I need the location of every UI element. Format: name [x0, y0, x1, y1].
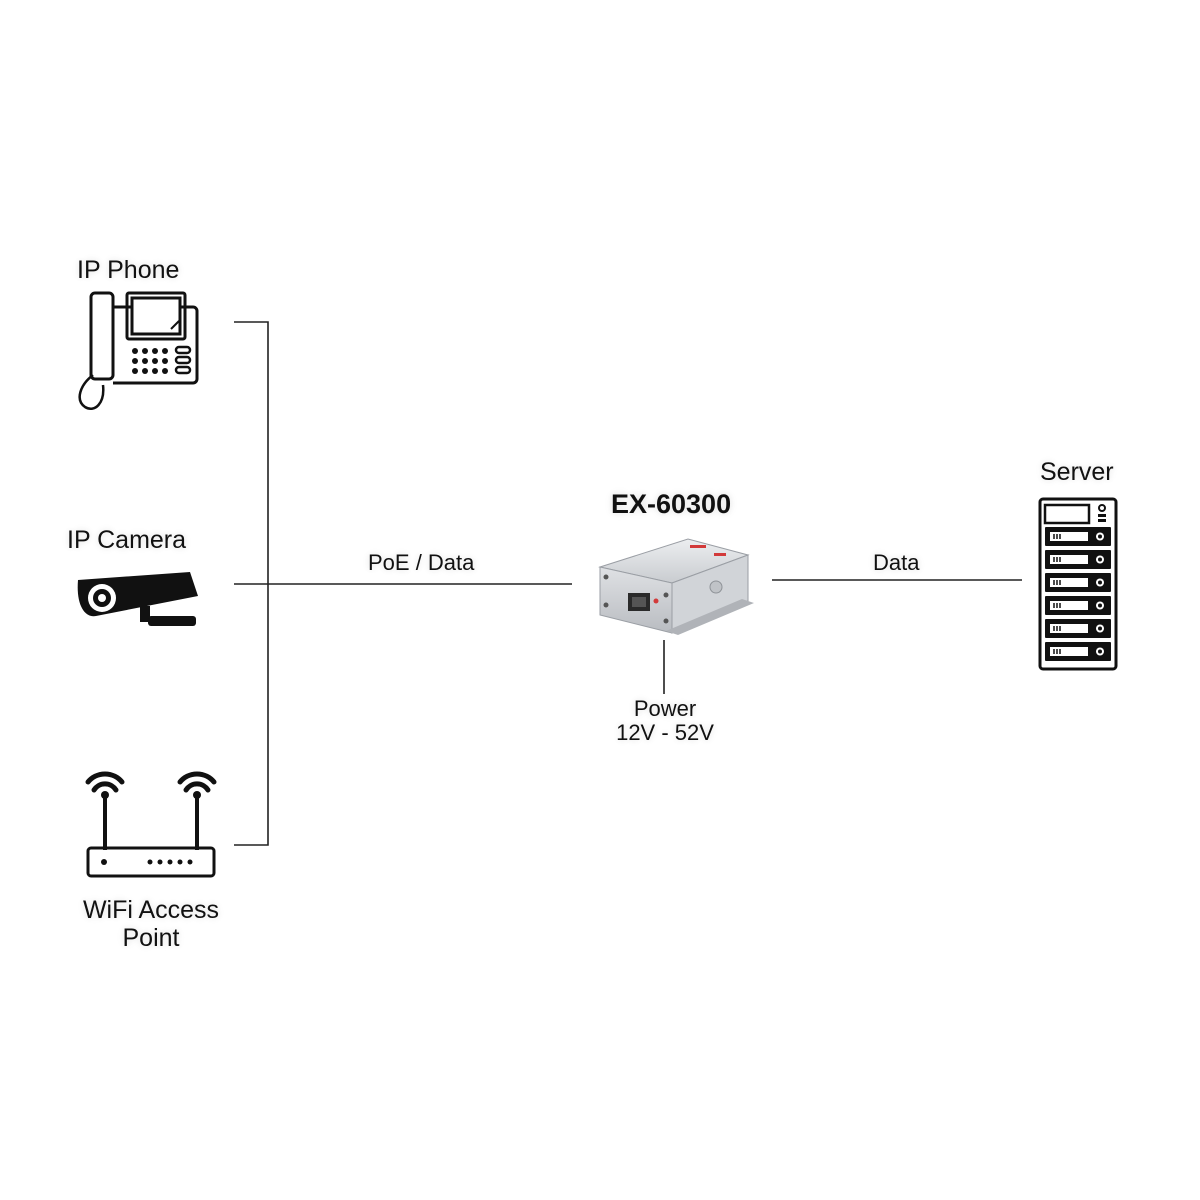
data-label: Data: [873, 550, 920, 575]
server-drive-bays: [1045, 527, 1111, 661]
wifi-access-point-icon: [85, 771, 217, 878]
ip-camera-label: IP Camera: [67, 526, 187, 554]
ip-camera-icon: [77, 572, 198, 626]
power-label-line2: 12V - 52V: [616, 720, 714, 745]
ip-phone-icon: [78, 291, 199, 410]
power-label-line1: Power: [633, 696, 697, 721]
wifi-access-point-label-line1: WiFi Access: [82, 896, 220, 924]
ip-phone-label: IP Phone: [77, 256, 180, 284]
poe-data-label: PoE / Data: [368, 550, 475, 575]
wifi-access-point-label-line2: Point: [122, 924, 180, 952]
server-rack-icon: [1038, 497, 1118, 671]
poe-splitter-icon: [598, 538, 754, 635]
server-label: Server: [1040, 458, 1114, 486]
splitter-model-label: EX-60300: [611, 489, 732, 519]
